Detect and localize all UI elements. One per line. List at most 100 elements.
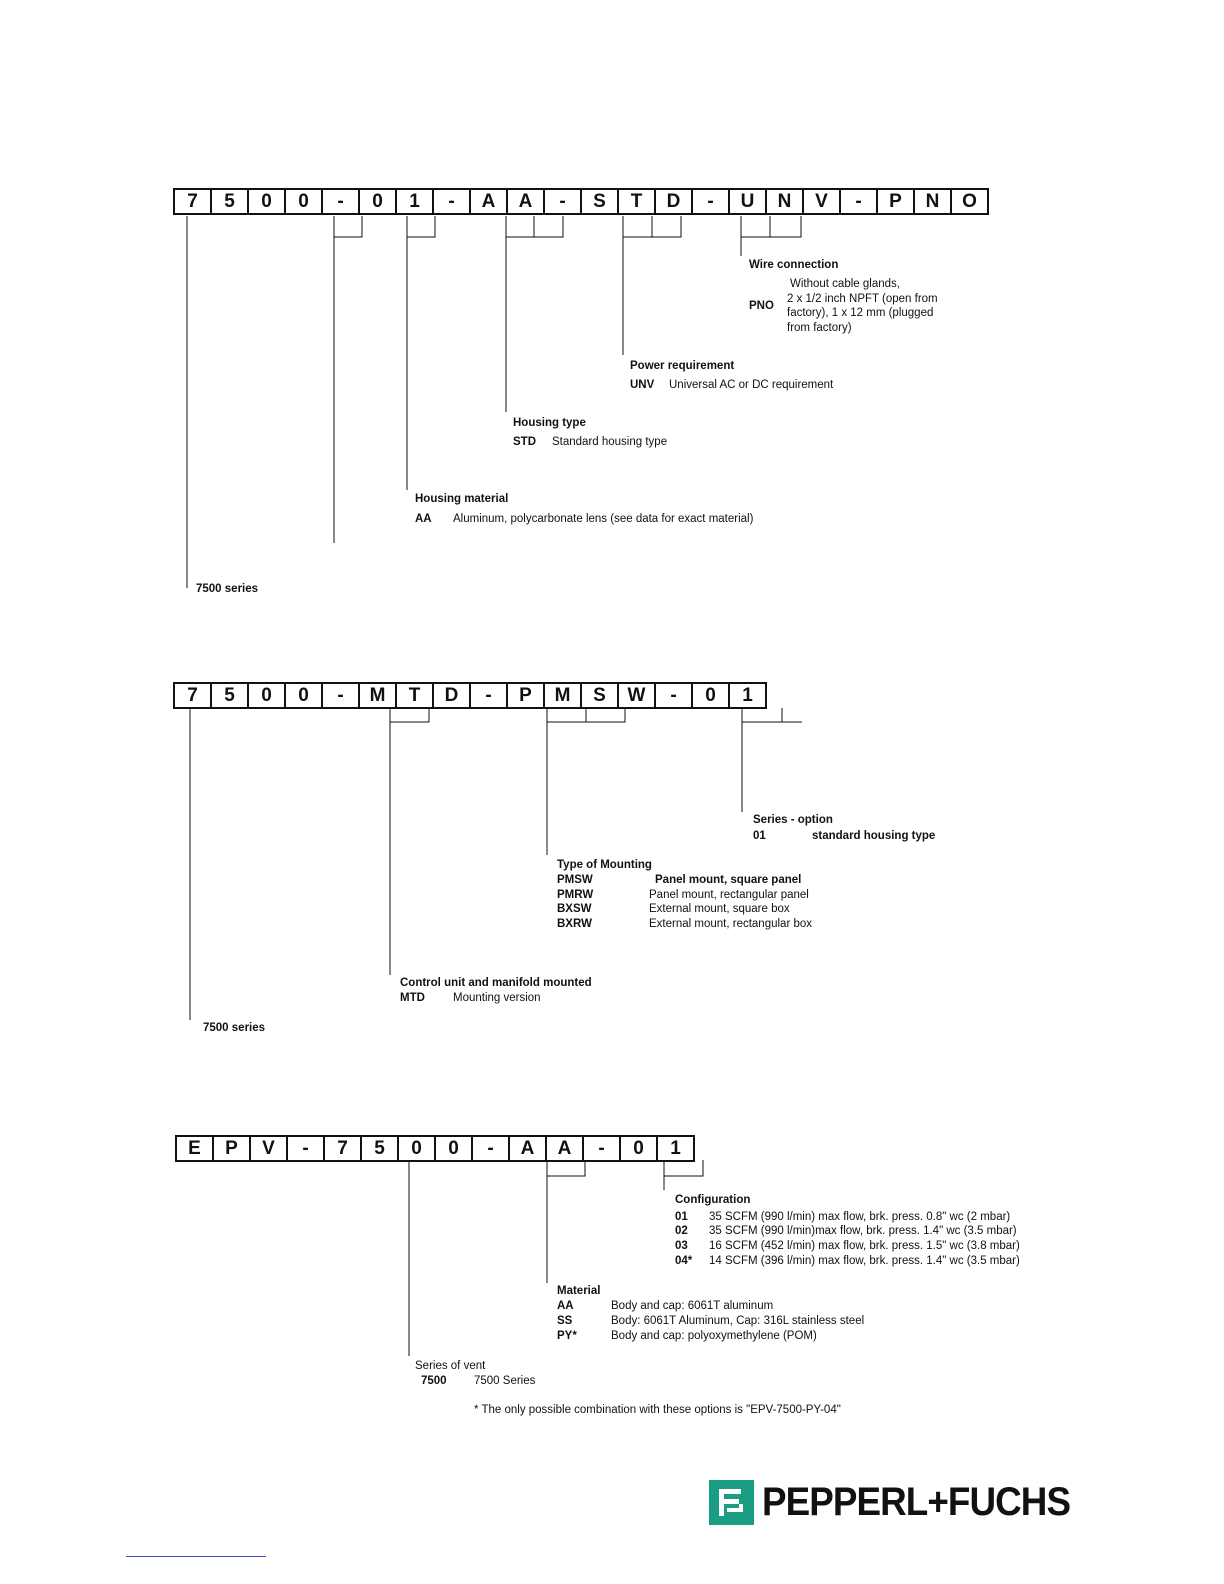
- diagram2-code-box: 0: [691, 682, 730, 709]
- series-of-vent-title: Series of vent: [415, 1360, 486, 1372]
- diagram3-code-box: E: [175, 1135, 214, 1162]
- material-desc-1: Body: 6061T Aluminum, Cap: 316L stainles…: [611, 1315, 865, 1327]
- diagram2-code-box: M: [543, 682, 582, 709]
- diagram3-code-box: V: [249, 1135, 288, 1162]
- series-option-title: Series - option: [753, 814, 833, 826]
- diagram1-code-box: V: [802, 188, 841, 215]
- diagram3-code-box: -: [471, 1135, 510, 1162]
- diagram1-code-box: A: [469, 188, 508, 215]
- diagram1-code-box: S: [580, 188, 619, 215]
- diagram1-code-box: -: [321, 188, 360, 215]
- diagram2-code-box: 0: [284, 682, 323, 709]
- housing-type-desc: Standard housing type: [552, 436, 668, 448]
- diagram1-code-box: D: [654, 188, 693, 215]
- mounting-code-1: PMRW: [557, 889, 594, 901]
- material-desc-0: Body and cap: 6061T aluminum: [611, 1300, 774, 1312]
- series-label-2: 7500 series: [203, 1022, 266, 1034]
- wire-connection-desc-3: factory), 1 x 12 mm (plugged: [787, 307, 934, 319]
- configuration-desc-1: 35 SCFM (990 l/min)max flow, brk. press.…: [709, 1225, 1017, 1237]
- diagram1-code-box: -: [432, 188, 471, 215]
- series-of-vent-desc: 7500 Series: [474, 1375, 536, 1387]
- housing-material-desc: Aluminum, polycarbonate lens (see data f…: [453, 513, 754, 525]
- material-code-2: PY*: [557, 1330, 577, 1342]
- series-of-vent-code: 7500: [421, 1375, 447, 1387]
- diagram2-code-box: 1: [728, 682, 767, 709]
- diagram1-code-box: 0: [284, 188, 323, 215]
- diagram2-code-box: -: [321, 682, 360, 709]
- diagram1-code-box: 0: [358, 188, 397, 215]
- diagram1-code-box: N: [765, 188, 804, 215]
- diagram1-code-box: 7: [173, 188, 212, 215]
- diagram3-code-box: A: [508, 1135, 547, 1162]
- diagram2-code-box: 0: [247, 682, 286, 709]
- diagram1-code-box: 1: [395, 188, 434, 215]
- diagram3-code-box: 5: [360, 1135, 399, 1162]
- diagram1-code-box: P: [876, 188, 915, 215]
- wire-connection-desc-2: 2 x 1/2 inch NPFT (open from: [787, 293, 938, 305]
- wire-connection-desc-4: from factory): [787, 322, 852, 334]
- wire-connection-code: PNO: [749, 300, 774, 312]
- control-unit-code: MTD: [400, 992, 425, 1004]
- control-unit-desc: Mounting version: [453, 992, 541, 1004]
- mounting-desc-3: External mount, rectangular box: [649, 918, 813, 930]
- footer-rule: [126, 1556, 266, 1557]
- diagram1-code-box: -: [691, 188, 730, 215]
- footnote: * The only possible combination with the…: [474, 1404, 841, 1416]
- mounting-desc-0: Panel mount, square panel: [655, 874, 802, 886]
- configuration-code-0: 01: [675, 1211, 688, 1223]
- diagram1-code-box: U: [728, 188, 767, 215]
- series-label-1: 7500 series: [196, 583, 259, 595]
- wire-connection-title: Wire connection: [749, 259, 839, 271]
- diagram3-code-box: P: [212, 1135, 251, 1162]
- diagram1-code-box: A: [506, 188, 545, 215]
- material-code-1: SS: [557, 1315, 573, 1327]
- configuration-code-2: 03: [675, 1240, 688, 1252]
- diagram1-code-box: 5: [210, 188, 249, 215]
- diagram2-code-box: W: [617, 682, 656, 709]
- diagram1-code-box: T: [617, 188, 656, 215]
- mounting-desc-1: Panel mount, rectangular panel: [649, 889, 809, 901]
- configuration-title: Configuration: [675, 1194, 751, 1206]
- configuration-code-3: 04*: [675, 1255, 693, 1267]
- diagram1-code-box: 0: [247, 188, 286, 215]
- wire-connection-desc-1: Without cable glands,: [790, 278, 900, 290]
- configuration-desc-0: 35 SCFM (990 l/min) max flow, brk. press…: [709, 1211, 1011, 1223]
- diagram3-code-box: A: [545, 1135, 584, 1162]
- diagram3-code-box: -: [582, 1135, 621, 1162]
- series-option-code: 01: [753, 830, 766, 842]
- diagram3-code-box: 7: [323, 1135, 362, 1162]
- diagram1-code-box: -: [839, 188, 878, 215]
- housing-material-title: Housing material: [415, 493, 509, 505]
- diagram3-code-box: 0: [619, 1135, 658, 1162]
- housing-material-code: AA: [415, 513, 432, 525]
- diagram3-code-box: -: [286, 1135, 325, 1162]
- power-requirement-code: UNV: [630, 379, 655, 391]
- diagram2-code-box: P: [506, 682, 545, 709]
- power-requirement-title: Power requirement: [630, 360, 735, 372]
- configuration-code-1: 02: [675, 1225, 688, 1237]
- pepperl-fuchs-logo: PEPPERL+FUCHS: [709, 1480, 1097, 1525]
- diagram2-code-box: M: [358, 682, 397, 709]
- mounting-code-0: PMSW: [557, 874, 593, 886]
- configuration-desc-2: 16 SCFM (452 l/min) max flow, brk. press…: [709, 1240, 1020, 1252]
- diagram2-code-box: -: [654, 682, 693, 709]
- pf-logo-icon: [709, 1480, 754, 1525]
- diagram3-code-box: 0: [434, 1135, 473, 1162]
- diagram1-code-box: O: [950, 188, 989, 215]
- housing-type-code: STD: [513, 436, 536, 448]
- series-option-desc: standard housing type: [812, 830, 936, 842]
- power-requirement-desc: Universal AC or DC requirement: [669, 379, 834, 391]
- diagram2-code-box: 5: [210, 682, 249, 709]
- diagram1-code-box: N: [913, 188, 952, 215]
- housing-type-title: Housing type: [513, 417, 586, 429]
- diagram3-code-box: 1: [656, 1135, 695, 1162]
- material-code-0: AA: [557, 1300, 574, 1312]
- material-title: Material: [557, 1285, 601, 1297]
- diagram2-code-box: -: [469, 682, 508, 709]
- diagram1-code-box: -: [543, 188, 582, 215]
- mounting-code-2: BXSW: [557, 903, 592, 915]
